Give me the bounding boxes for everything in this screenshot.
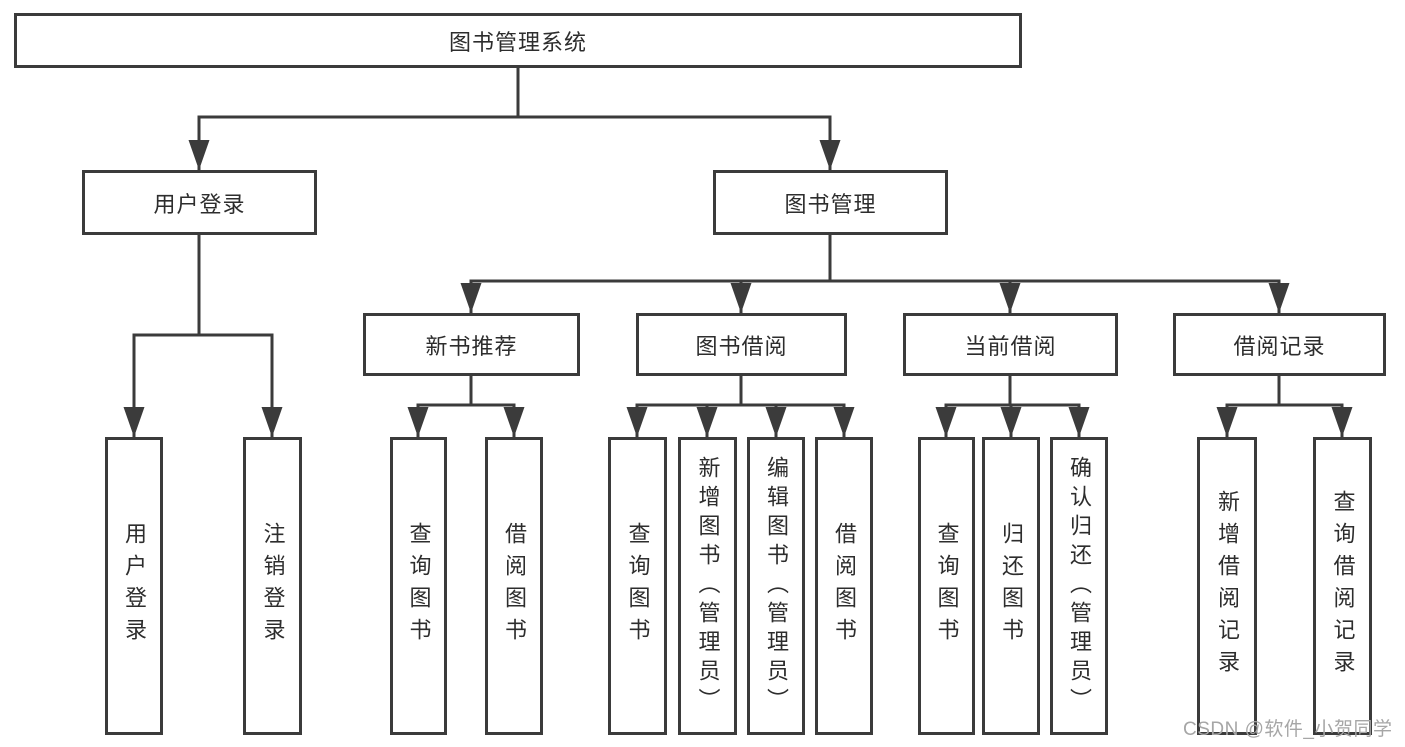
leaf-query-borrow-record-label: 查询借阅记录 xyxy=(1330,490,1356,682)
branch-current-borrow xyxy=(935,376,1090,437)
node-borrow-records: 借阅记录 xyxy=(1173,313,1386,376)
node-library-system: 图书管理系统 xyxy=(14,13,1022,68)
leaf-query-books-borrow-label: 查询图书 xyxy=(625,522,651,650)
branch-user-login xyxy=(123,235,283,437)
leaf-confirm-return-admin: 确认归还（管理员） xyxy=(1050,437,1108,735)
node-book-borrow: 图书借阅 xyxy=(636,313,847,376)
leaf-borrow-books-recommend-label: 借阅图书 xyxy=(502,522,527,650)
leaf-borrow-books-label: 借阅图书 xyxy=(832,522,857,650)
leaf-user-login: 用户登录 xyxy=(105,437,163,735)
leaf-borrow-books-recommend: 借阅图书 xyxy=(485,437,543,735)
leaf-add-books-admin-label: 新增图书（管理员） xyxy=(695,455,721,717)
leaf-query-books-recommend: 查询图书 xyxy=(390,437,447,735)
leaf-query-books-current-label: 查询图书 xyxy=(934,522,960,650)
leaf-edit-books-admin-label: 编辑图书（管理员） xyxy=(764,455,789,717)
leaf-user-login-label: 用户登录 xyxy=(122,522,147,650)
leaf-query-borrow-record: 查询借阅记录 xyxy=(1313,437,1372,735)
node-new-book-recommend: 新书推荐 xyxy=(363,313,580,376)
node-user-login: 用户登录 xyxy=(82,170,317,235)
leaf-add-books-admin: 新增图书（管理员） xyxy=(678,437,737,735)
node-book-management: 图书管理 xyxy=(713,170,948,235)
leaf-query-books-recommend-label: 查询图书 xyxy=(406,522,432,650)
branch-new-book-recommend xyxy=(407,376,525,437)
leaf-logout-label: 注销登录 xyxy=(260,522,286,650)
leaf-logout: 注销登录 xyxy=(243,437,302,735)
leaf-query-books-current: 查询图书 xyxy=(918,437,975,735)
leaf-add-borrow-record-label: 新增借阅记录 xyxy=(1215,490,1240,682)
branch-root-to-level2 xyxy=(188,68,841,170)
csdn-watermark: CSDN @软件_小贺同学 xyxy=(1183,719,1393,740)
node-current-borrow: 当前借阅 xyxy=(903,313,1118,376)
leaf-return-books: 归还图书 xyxy=(982,437,1040,735)
leaf-query-books-borrow: 查询图书 xyxy=(608,437,667,735)
leaf-confirm-return-admin-label: 确认归还（管理员） xyxy=(1067,455,1092,717)
leaf-return-books-label: 归还图书 xyxy=(999,522,1024,650)
leaf-borrow-books: 借阅图书 xyxy=(815,437,873,735)
branch-borrow-records xyxy=(1216,376,1353,437)
branch-book-borrow xyxy=(626,376,855,437)
leaf-edit-books-admin: 编辑图书（管理员） xyxy=(747,437,805,735)
leaf-add-borrow-record: 新增借阅记录 xyxy=(1197,437,1257,735)
branch-book-management xyxy=(460,235,1290,313)
